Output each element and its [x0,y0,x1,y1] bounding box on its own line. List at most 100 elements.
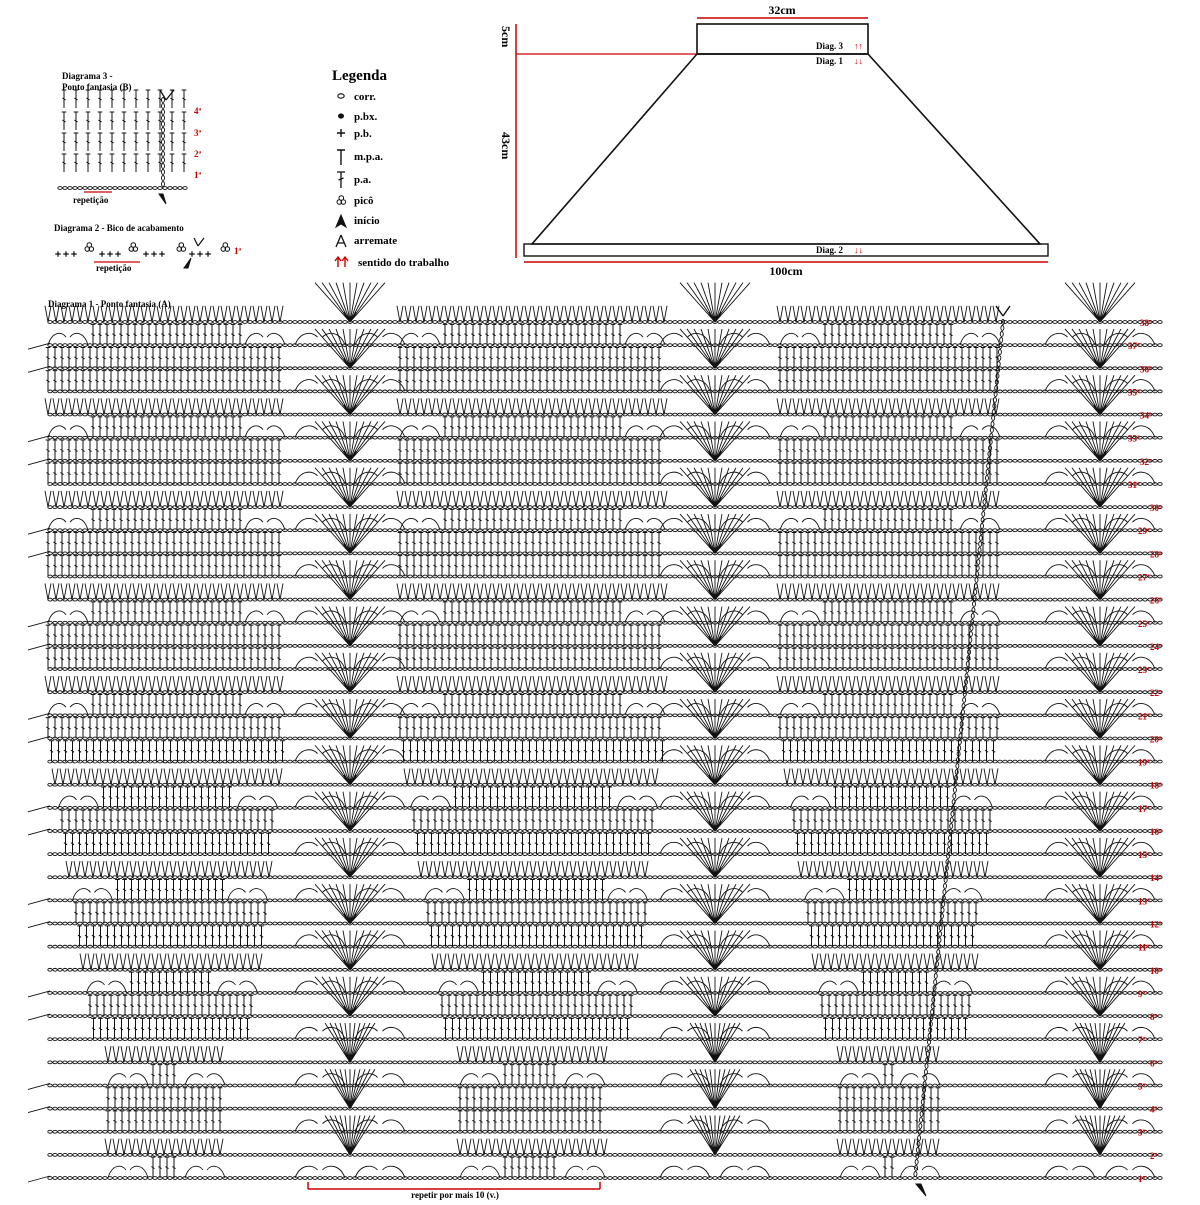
stitch-run [397,647,662,670]
stitch-v-run [104,1138,224,1155]
stitch-run [822,601,954,623]
chain-arch [354,425,406,438]
diagram1-row [27,1069,1163,1114]
legend-title: Legenda [332,68,388,84]
chain-arch [719,564,771,577]
stitch-run [502,1156,557,1178]
chain-arch [294,656,346,670]
chain-arch [1104,980,1156,994]
chain-arch [294,610,346,623]
chain-arch [959,332,1001,346]
chain-arch [424,888,465,901]
stitch-run [777,346,1000,369]
stitch-run [777,439,1000,461]
chain-arch [354,471,406,485]
diagram1-row-label: 20ª [1150,734,1162,744]
stitch-run [777,462,1000,484]
stitch-run [882,1156,895,1178]
shell-fan [1074,1115,1126,1156]
finish-icon [159,89,175,101]
chain-arch [1044,841,1096,855]
start-icon [183,257,192,269]
chain-arch [719,1165,771,1179]
chain-arch [294,749,346,762]
shell-fan [314,791,386,832]
diagram1-row-label: 26ª [1150,596,1162,606]
stitch-run [861,971,929,993]
stitch-run [837,1110,941,1132]
diagram1-row [27,1156,1163,1183]
chain-arch [624,425,666,438]
shell-fan [324,1069,376,1110]
shell-fan [1074,1069,1126,1110]
shell-fan [679,698,751,740]
shell-fan [314,883,386,925]
chain-arch [107,1073,149,1086]
chain-arch [184,1165,226,1179]
stitch-run [61,111,187,130]
stitch-run [777,532,1000,554]
turning-chain [27,643,51,651]
diagram1-row-label: 29ª [1138,526,1150,536]
stitch-v-run [396,675,668,693]
stitch-v-run [776,583,1000,600]
diag1-label: Diag. 1 [816,56,844,66]
chain-arch [399,425,441,438]
shell-fan [314,374,386,416]
chain-arch [959,610,1001,623]
chain-arch [659,517,711,531]
stitch-run [397,370,662,392]
chain-row [47,829,1163,833]
shell-fan [1064,328,1136,370]
stitch-run [91,1017,250,1040]
shell-fan [1064,652,1136,694]
chain-row [47,482,1163,486]
chain-arch [1044,610,1096,623]
chain-arch [399,610,441,623]
legend-item-direction: sentido do trabalho [358,257,450,269]
chain-arch [47,703,89,716]
chain-arch [244,703,286,716]
chain-arch [294,425,346,438]
shell-fan [314,976,386,1017]
shell-fan [679,513,751,555]
stitch-run [397,624,662,646]
band-height-label: 5cm [499,26,513,47]
turning-chain [27,1013,51,1021]
diagram1-row-label: 19ª [1138,758,1150,768]
stitch-v-run [396,305,668,323]
stitch-run [457,1087,603,1109]
shell-fan [679,467,751,508]
diagram1-row-label: 14ª [1150,873,1162,883]
diagram1-row [47,740,1163,764]
chain-arch [659,703,711,716]
stitch-run [49,740,285,762]
diagram1-row [47,925,1163,949]
legend-item-picot: picô [354,195,374,207]
diagram3: Diagrama 3 - Ponto fantasia (B) 4ª 3ª 2ª… [57,71,202,205]
stitch-run [822,508,954,531]
shell-fan [1064,467,1136,508]
chain-arch [839,1165,881,1179]
stitch-run [457,1110,603,1132]
chain-arch [839,1073,881,1086]
legend-item-single-crochet: p.b. [354,128,372,140]
chain-arch [899,1165,941,1179]
diag3-arrows: ↑↑ [854,41,863,51]
diagram1-row [27,786,1163,813]
shell-fan [1064,698,1136,740]
diagram2-repeat-label: repetição [96,263,132,273]
stitch-run [397,532,662,554]
chain-arch [354,610,406,623]
chain-arch [354,379,406,392]
diagram1-row-label: 33ª [1128,434,1140,444]
chain-row [47,1129,1163,1134]
diagram1-row-label: 37ª [1128,341,1140,351]
shell-fan [1064,374,1136,416]
chain-arch [719,610,771,623]
diagram1-row [27,606,1163,651]
chain-arch [1104,841,1156,855]
stitch-run [150,1156,177,1178]
stitch-v-run [51,768,283,785]
stitch-run [397,346,662,369]
